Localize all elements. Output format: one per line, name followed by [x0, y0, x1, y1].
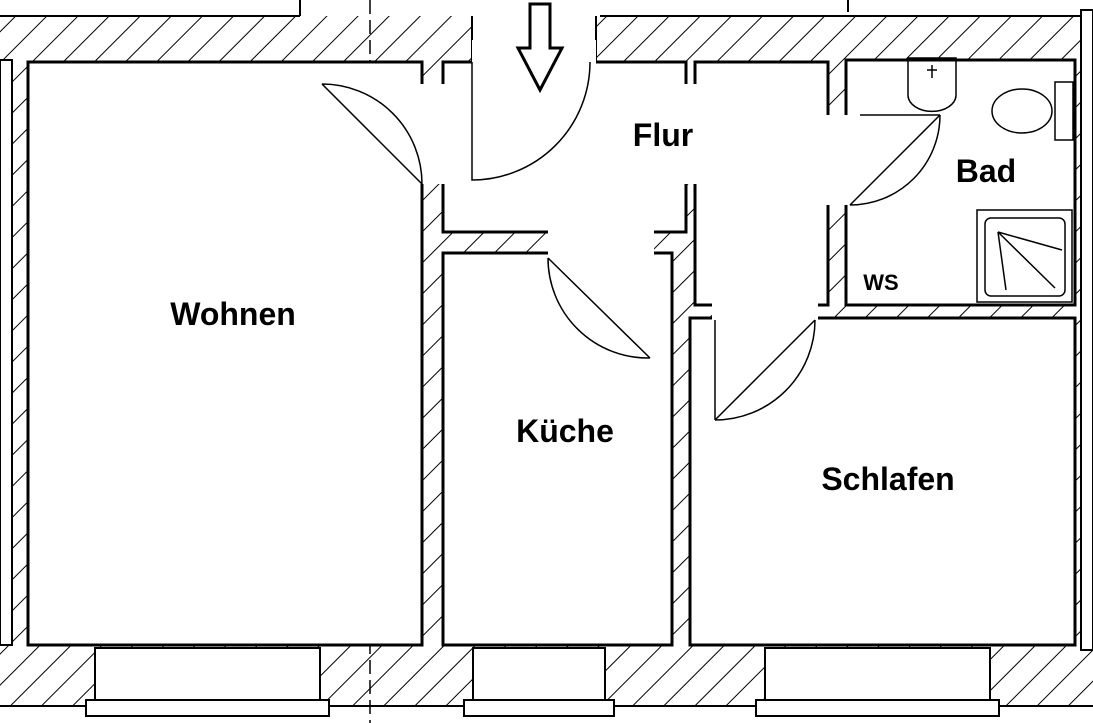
label-wohnen: Wohnen	[170, 296, 296, 332]
label-ws: WS	[863, 270, 898, 295]
shower-icon	[976, 209, 1073, 303]
windows	[0, 9, 1093, 717]
doors	[321, 61, 941, 421]
label-flur: Flur	[633, 117, 693, 153]
sink-icon	[907, 57, 957, 113]
room-schlafen	[688, 316, 1077, 647]
arrow-down-icon	[515, 2, 565, 94]
door-bad	[849, 114, 941, 206]
door-kueche	[547, 257, 651, 359]
label-bad: Bad	[956, 153, 1016, 189]
door-schlafen	[714, 319, 816, 421]
room-wohnen	[26, 60, 424, 647]
toilet-icon	[991, 81, 1074, 141]
room-flur-corridor	[693, 60, 830, 307]
room-kueche	[441, 251, 674, 647]
label-schlafen: Schlafen	[821, 461, 954, 497]
label-kueche: Küche	[516, 413, 614, 449]
door-wohnen	[321, 83, 423, 185]
door-entrance	[471, 61, 591, 181]
flur-opening	[680, 84, 700, 184]
